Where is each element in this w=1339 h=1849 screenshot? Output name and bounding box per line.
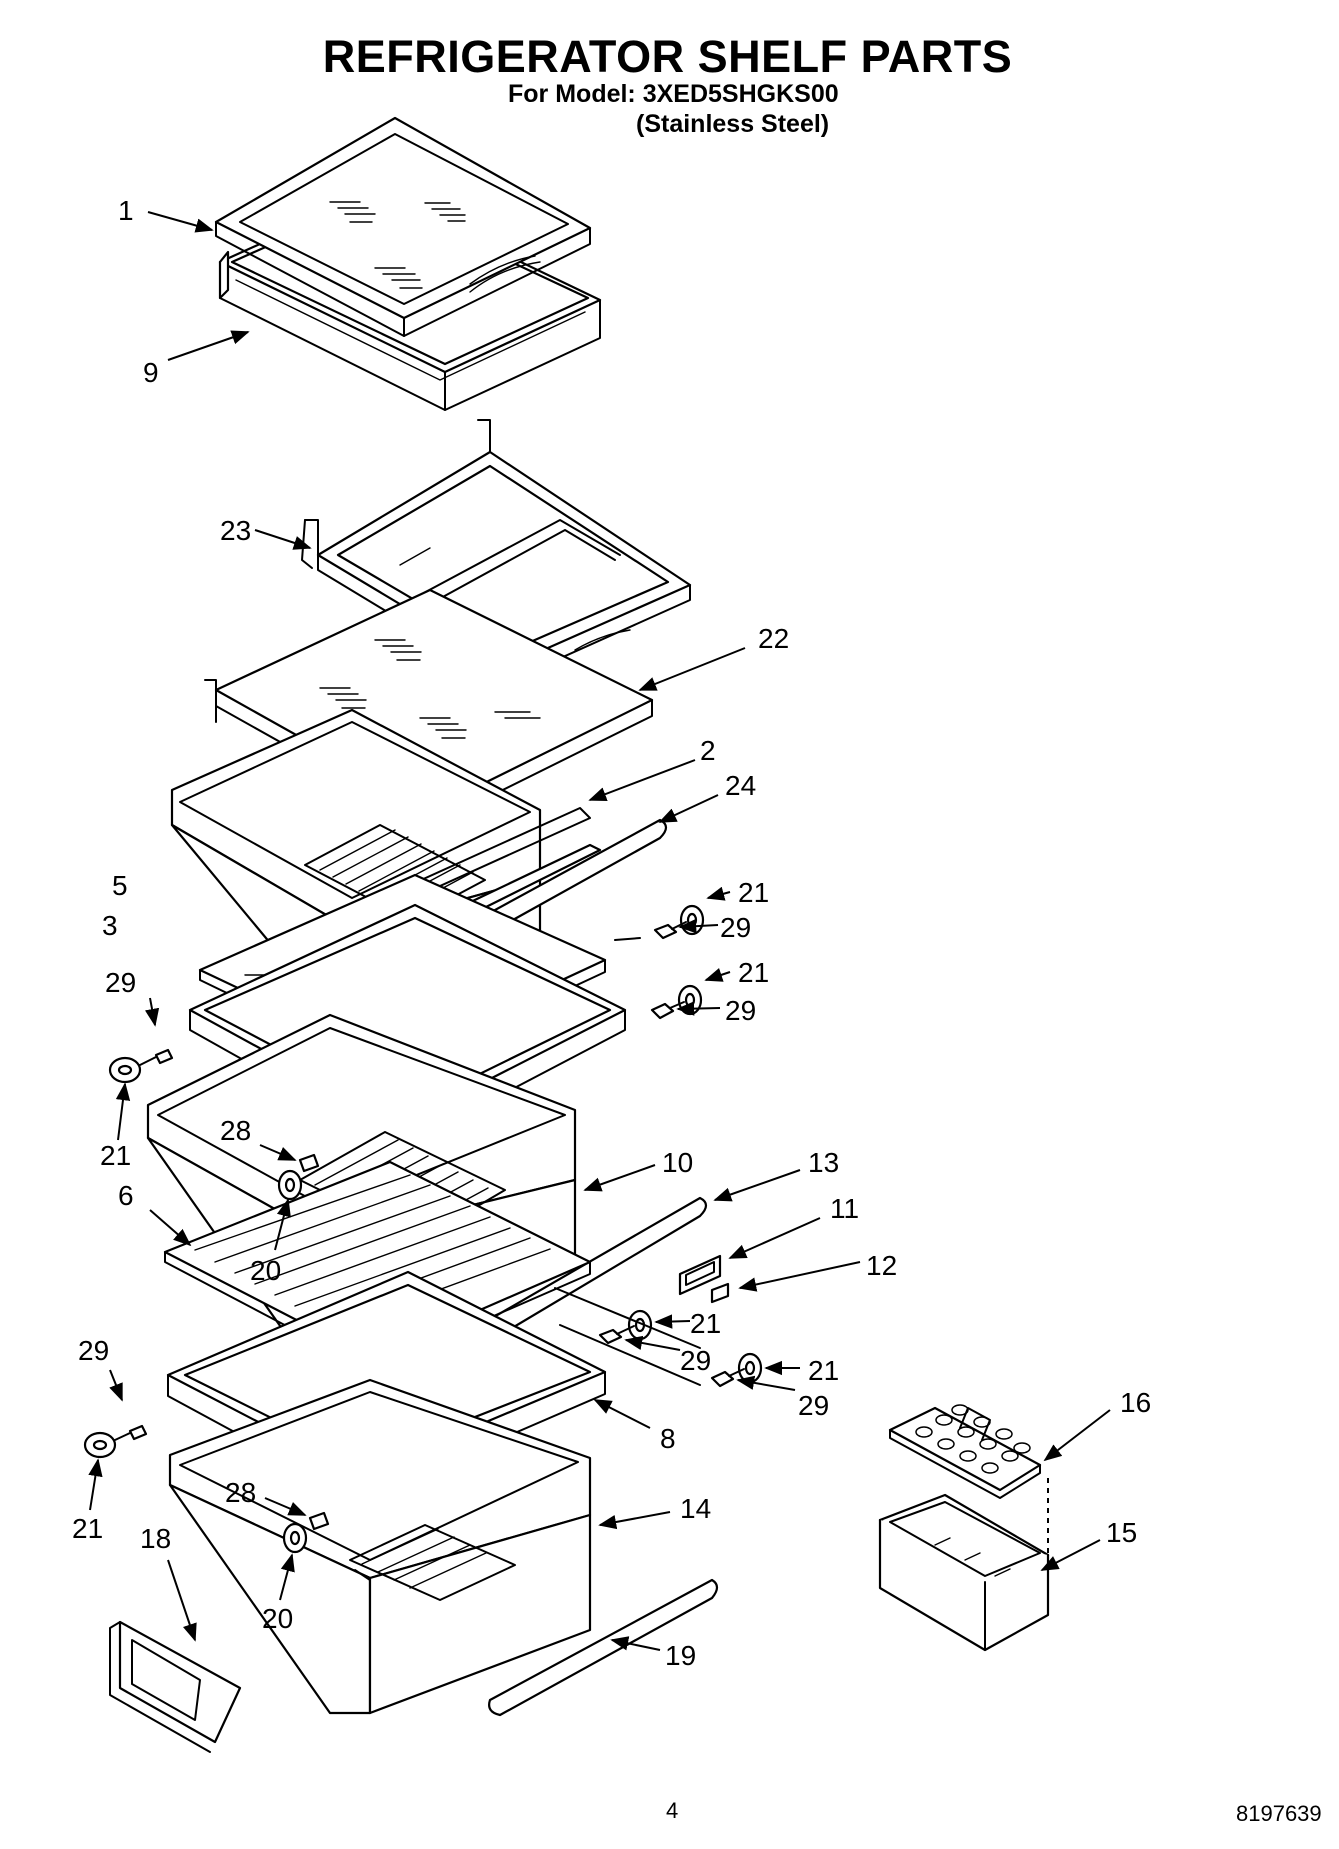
callout-labels: 1 9 23 22 2 24 5 3 21 29 21 29 29 21 28 … — [72, 195, 1151, 1671]
part-1-glass-shelf — [214, 116, 592, 337]
screw-29-right-2 — [650, 1001, 685, 1020]
callout-21-f: 21 — [72, 1513, 103, 1544]
part-18-label-card — [109, 1620, 242, 1753]
callout-1: 1 — [118, 195, 134, 226]
model-number: For Model: 3XED5SHGKS00 — [508, 80, 839, 108]
callout-10: 10 — [662, 1147, 693, 1178]
callout-15: 15 — [1106, 1517, 1137, 1548]
wheel-20-upper — [277, 1169, 303, 1201]
callout-29-c: 29 — [105, 967, 136, 998]
callout-14: 14 — [680, 1493, 711, 1524]
callout-8: 8 — [660, 1423, 676, 1454]
callout-20-a: 20 — [250, 1255, 281, 1286]
callout-12: 12 — [866, 1250, 897, 1281]
callout-21-a: 21 — [738, 877, 769, 908]
screw-29-left-2 — [114, 1424, 148, 1441]
stop-28-lower — [308, 1511, 330, 1531]
part-11-humidity-control — [678, 1254, 722, 1296]
stop-28-upper — [298, 1153, 320, 1173]
page-title: REFRIGERATOR SHELF PARTS — [322, 31, 1013, 82]
part-19-drawer-trim — [488, 1578, 719, 1717]
callout-19: 19 — [665, 1640, 696, 1671]
wheel-20-lower — [282, 1522, 308, 1554]
roller-21-right-3 — [627, 1309, 653, 1341]
callout-29-d: 29 — [680, 1345, 711, 1376]
leader-lines — [88, 211, 1111, 1651]
roller-21-left-1 — [108, 1056, 142, 1084]
callout-20-b: 20 — [262, 1603, 293, 1634]
roller-21-left-2 — [83, 1431, 117, 1459]
callout-18: 18 — [140, 1523, 171, 1554]
callout-29-b: 29 — [725, 995, 756, 1026]
callout-3: 3 — [102, 910, 118, 941]
callout-13: 13 — [808, 1147, 839, 1178]
page-number: 4 — [666, 1798, 679, 1823]
model-finish: (Stainless Steel) — [636, 110, 830, 138]
callout-28-b: 28 — [225, 1477, 256, 1508]
callout-11: 11 — [830, 1193, 859, 1224]
screw-29-left-1 — [139, 1048, 174, 1066]
callout-23: 23 — [220, 515, 251, 546]
roller-21-right-4 — [737, 1352, 763, 1384]
document-number: 8197639 — [1236, 1801, 1322, 1826]
roller-21-upper-right — [679, 904, 705, 936]
part-12-slide — [710, 1282, 730, 1304]
screw-29-right-3 — [598, 1325, 635, 1345]
callout-29-a: 29 — [720, 912, 751, 943]
screw-29-right-4 — [710, 1368, 745, 1388]
screw-29-upper-right — [653, 921, 687, 940]
callout-28-a: 28 — [220, 1115, 251, 1146]
callout-21-b: 21 — [738, 957, 769, 988]
callout-9: 9 — [143, 357, 159, 388]
callout-16: 16 — [1120, 1387, 1151, 1418]
callout-6: 6 — [118, 1180, 134, 1211]
part-15-egg-bin — [878, 1478, 1050, 1652]
callout-2: 2 — [700, 735, 716, 766]
callout-21-e: 21 — [808, 1355, 839, 1386]
callout-21-c: 21 — [100, 1140, 131, 1171]
callout-22: 22 — [758, 623, 789, 654]
part-16-egg-tray — [888, 1404, 1042, 1499]
callout-21-d: 21 — [690, 1308, 721, 1339]
callout-29-e: 29 — [798, 1390, 829, 1421]
part-14-bottom-drawer — [168, 1378, 592, 1715]
callout-24: 24 — [725, 770, 756, 801]
callout-29-f: 29 — [78, 1335, 109, 1366]
callout-5: 5 — [112, 870, 128, 901]
